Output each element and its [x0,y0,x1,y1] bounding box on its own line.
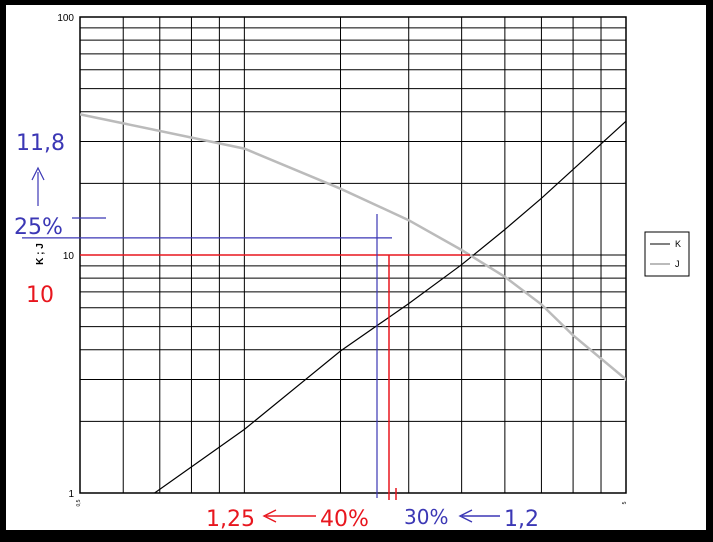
legend-box [644,231,690,277]
blue-left-arrow-head [458,509,473,523]
x-tick-label: 5 [622,501,628,504]
annotation-red-y-value: 10 [26,283,54,308]
grid-lines [80,17,626,493]
y-tick-label: 10 [63,251,75,262]
annotation-blue-y-percent: 25% [14,215,63,240]
legend: KJ [644,231,690,277]
y-axis-label: K ; J [35,243,46,265]
annotation-red-x-percent: 40% [320,507,369,532]
annotation-blue-y-value: 11,8 [16,131,65,156]
annotation-blue-x-value: 1,2 [504,507,539,532]
annotation-red-x-value: 1,25 [206,507,255,532]
blue-up-arrow-head [31,166,45,181]
annotation-guides [22,166,500,523]
legend-label-J: J [675,259,680,269]
series-lines [80,113,626,493]
series-line-J [80,113,626,382]
red-left-arrow-head [262,509,277,523]
series-line-K [153,120,626,493]
legend-label-K: K [675,239,681,249]
x-tick-label: 0,5 [76,499,82,506]
chart-frame [6,5,706,530]
y-tick-labels: 1 10 100 [57,13,74,500]
annotation-blue-x-percent: 30% [404,505,448,529]
y-tick-label: 100 [57,13,74,24]
y-tick-label: 1 [68,489,74,500]
